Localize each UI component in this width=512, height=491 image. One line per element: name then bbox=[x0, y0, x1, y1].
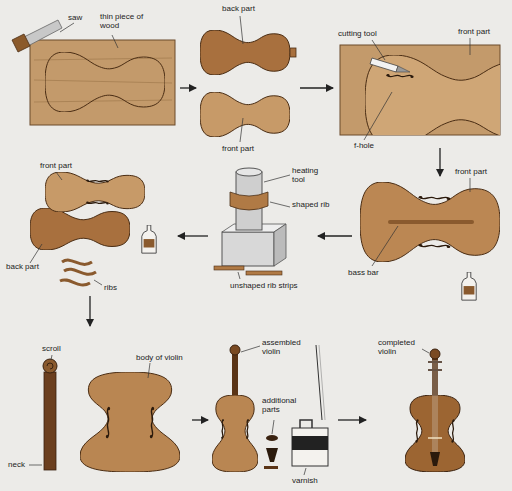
part-label: neck bbox=[8, 460, 25, 469]
part-label: varnish bbox=[292, 476, 318, 485]
part-label: shaped rib bbox=[292, 200, 332, 209]
part-label: front part bbox=[458, 27, 490, 36]
part-label: back part bbox=[6, 262, 39, 271]
part-label: assembled violin bbox=[262, 338, 312, 356]
part-label: heating tool bbox=[292, 166, 332, 184]
part-label: cutting tool bbox=[338, 29, 377, 38]
part-label: scroll bbox=[42, 344, 61, 353]
part-label: f-hole bbox=[354, 141, 374, 150]
part-label: unshaped rib strips bbox=[230, 281, 310, 290]
part-label: bass bar bbox=[348, 268, 379, 277]
part-label: saw bbox=[68, 13, 82, 22]
part-label: back part bbox=[222, 4, 255, 13]
part-label: front part bbox=[40, 161, 72, 170]
part-label: additional parts bbox=[262, 396, 302, 414]
part-label: front part bbox=[222, 144, 254, 153]
part-label: thin piece of wood bbox=[100, 12, 148, 30]
part-label: body of violin bbox=[136, 353, 183, 362]
part-label: completed violin bbox=[378, 338, 423, 356]
part-label: front part bbox=[455, 167, 487, 176]
part-label: ribs bbox=[104, 283, 117, 292]
